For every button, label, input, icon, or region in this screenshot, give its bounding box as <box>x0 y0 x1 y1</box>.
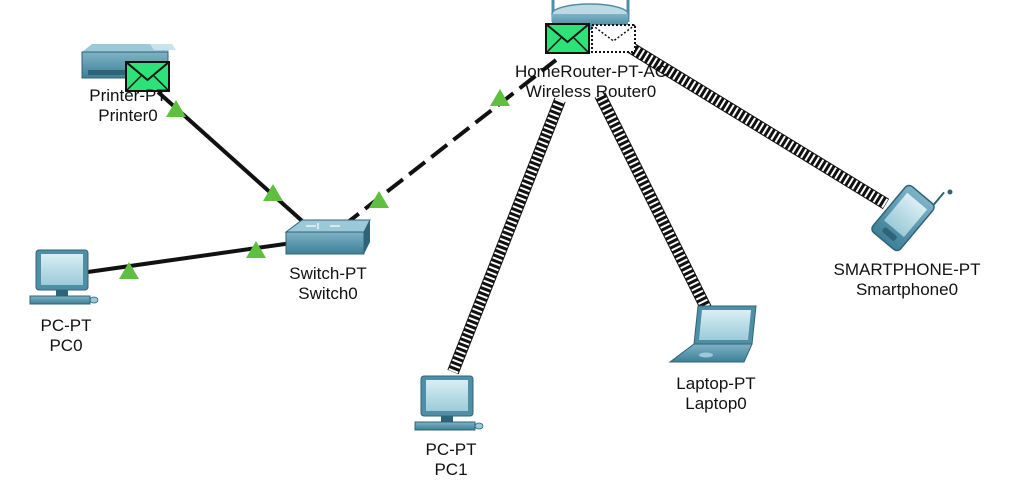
router-model: HomeRouter-PT-AC <box>514 62 668 81</box>
printer-model: Printer-PT <box>89 86 167 105</box>
pdu-envelope-printer[interactable] <box>125 61 170 92</box>
desktop-pc-icon <box>29 249 99 305</box>
link-up-indicator <box>119 262 139 279</box>
link-up-indicator <box>166 100 186 117</box>
smartphone-device[interactable] <box>870 171 953 252</box>
pc0-label[interactable]: PC-PT PC0 <box>41 316 92 356</box>
smartphone-label[interactable]: SMARTPHONE-PT Smartphone0 <box>833 260 980 300</box>
laptop-icon <box>668 305 757 363</box>
smartphone-name: Smartphone0 <box>855 280 959 299</box>
laptop-name: Laptop0 <box>685 394 747 413</box>
pc0-model: PC-PT <box>40 316 92 335</box>
switch-model: Switch-PT <box>289 264 367 283</box>
wireless-router-device[interactable] <box>551 0 630 30</box>
wireless-router-icon <box>551 0 630 30</box>
envelope-icon <box>545 23 590 54</box>
laptop-label[interactable]: Laptop-PT Laptop0 <box>676 374 755 414</box>
laptop-device[interactable] <box>668 305 757 363</box>
switch-name: Switch0 <box>298 284 358 303</box>
pc0-name: PC0 <box>49 336 83 355</box>
envelope-outline-icon <box>591 24 636 53</box>
wireless-link-router-smartphone[interactable] <box>624 40 890 210</box>
link-up-indicator <box>490 89 510 106</box>
printer-name: Printer0 <box>98 106 158 125</box>
pdu-envelope-router-pending[interactable] <box>591 24 636 53</box>
links-layer <box>87 40 890 375</box>
pc1-model: PC-PT <box>425 440 477 459</box>
envelope-icon <box>125 61 170 92</box>
pdu-envelope-router[interactable] <box>545 23 590 54</box>
wireless-link-router-pc1[interactable] <box>447 97 566 375</box>
router-label[interactable]: HomeRouter-PT-AC Wireless Router0 <box>515 62 667 102</box>
printer-label[interactable]: Printer-PT Printer0 <box>89 86 166 126</box>
link-up-indicator <box>369 191 389 208</box>
desktop-pc-icon <box>414 375 484 431</box>
switch-icon <box>284 219 371 255</box>
link-indicators <box>119 89 510 279</box>
smartphone-icon <box>871 184 953 252</box>
link-up-indicator <box>263 184 283 201</box>
switch-label[interactable]: Switch-PT Switch0 <box>289 264 366 304</box>
pc0-device[interactable] <box>29 249 99 305</box>
router-name: Wireless Router0 <box>525 82 657 101</box>
link-up-indicator <box>246 241 266 258</box>
laptop-model: Laptop-PT <box>676 374 756 393</box>
pc1-label[interactable]: PC-PT PC1 <box>426 440 477 480</box>
wireless-link-router-laptop[interactable] <box>594 92 712 311</box>
pc1-name: PC1 <box>434 460 468 479</box>
pc1-device[interactable] <box>414 375 484 431</box>
smartphone-model: SMARTPHONE-PT <box>833 260 981 279</box>
switch-device[interactable] <box>284 219 371 255</box>
